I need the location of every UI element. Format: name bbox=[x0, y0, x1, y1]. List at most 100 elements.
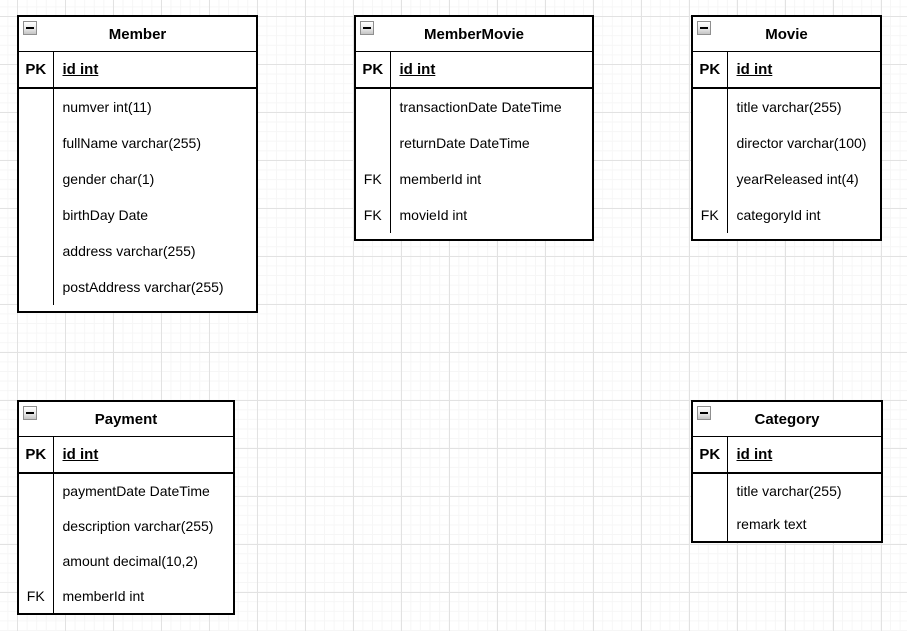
key-cell: FK bbox=[356, 161, 391, 197]
column-name: yearReleased int(4) bbox=[736, 171, 859, 187]
table-row: yearReleased int(4) bbox=[693, 161, 880, 197]
field-cell: categoryId int bbox=[728, 197, 881, 233]
minus-icon bbox=[363, 27, 371, 29]
entity-header: Movie bbox=[693, 17, 880, 52]
column-name: title varchar(255) bbox=[736, 99, 842, 115]
entity-title: Category bbox=[754, 410, 820, 428]
entity-table-movie[interactable]: Movie PK id int title varchar(255) direc… bbox=[691, 15, 882, 241]
key-cell bbox=[693, 161, 728, 197]
entity-title: Movie bbox=[765, 25, 808, 43]
entity-header: MemberMovie bbox=[356, 17, 592, 52]
field-cell: postAddress varchar(255) bbox=[54, 269, 257, 305]
table-row: FK memberId int bbox=[356, 161, 592, 197]
column-name: id int bbox=[736, 446, 773, 463]
key-cell: FK bbox=[356, 197, 391, 233]
key-cell: PK bbox=[19, 52, 54, 87]
field-cell: amount decimal(10,2) bbox=[54, 544, 234, 579]
entity-table-payment[interactable]: Payment PK id int paymentDate DateTime d… bbox=[17, 400, 235, 615]
collapse-icon[interactable] bbox=[697, 406, 711, 420]
entity-title: Payment bbox=[94, 410, 158, 428]
field-cell: fullName varchar(255) bbox=[54, 125, 257, 161]
field-cell: transactionDate DateTime bbox=[391, 89, 593, 125]
key-cell bbox=[19, 89, 54, 125]
key-cell: PK bbox=[19, 437, 54, 472]
entity-body: numver int(11) fullName varchar(255) gen… bbox=[19, 89, 256, 311]
key-cell: FK bbox=[693, 197, 728, 233]
column-name: title varchar(255) bbox=[736, 482, 842, 499]
field-cell: numver int(11) bbox=[54, 89, 257, 125]
entity-header: Category bbox=[693, 402, 881, 437]
key-cell: PK bbox=[356, 52, 391, 87]
key-label: FK bbox=[363, 171, 382, 187]
table-row: paymentDate DateTime bbox=[19, 474, 233, 509]
column-name: birthDay Date bbox=[62, 207, 149, 223]
column-name: id int bbox=[62, 446, 99, 463]
collapse-icon[interactable] bbox=[23, 406, 37, 420]
table-row: PK id int bbox=[693, 437, 881, 474]
field-cell: birthDay Date bbox=[54, 197, 257, 233]
key-cell: PK bbox=[693, 437, 728, 472]
column-name: director varchar(100) bbox=[736, 135, 867, 151]
column-name: remark text bbox=[736, 516, 807, 533]
collapse-icon[interactable] bbox=[697, 21, 711, 35]
key-label: FK bbox=[700, 207, 719, 223]
column-name: categoryId int bbox=[736, 207, 821, 223]
collapse-icon[interactable] bbox=[360, 21, 374, 35]
minus-icon bbox=[700, 27, 708, 29]
table-row: title varchar(255) bbox=[693, 474, 881, 508]
field-cell: returnDate DateTime bbox=[391, 125, 593, 161]
field-cell: title varchar(255) bbox=[728, 474, 882, 508]
field-cell: memberId int bbox=[391, 161, 593, 197]
entity-title: Member bbox=[108, 25, 167, 43]
entity-title: MemberMovie bbox=[423, 25, 525, 43]
key-cell bbox=[693, 89, 728, 125]
column-name: transactionDate DateTime bbox=[399, 99, 562, 115]
table-row: fullName varchar(255) bbox=[19, 125, 256, 161]
key-cell bbox=[19, 233, 54, 269]
column-name: amount decimal(10,2) bbox=[62, 552, 198, 569]
column-name: numver int(11) bbox=[62, 99, 152, 115]
key-cell bbox=[19, 197, 54, 233]
table-row: FK memberId int bbox=[19, 578, 233, 613]
table-row: title varchar(255) bbox=[693, 89, 880, 125]
column-name: description varchar(255) bbox=[62, 518, 214, 535]
column-name: id int bbox=[736, 61, 773, 78]
table-row: PK id int bbox=[19, 437, 233, 474]
column-name: paymentDate DateTime bbox=[62, 483, 210, 500]
field-cell: yearReleased int(4) bbox=[728, 161, 881, 197]
column-name: gender char(1) bbox=[62, 171, 155, 187]
entity-table-category[interactable]: Category PK id int title varchar(255) re… bbox=[691, 400, 883, 543]
entity-body: paymentDate DateTime description varchar… bbox=[19, 474, 233, 613]
entity-body: transactionDate DateTime returnDate Date… bbox=[356, 89, 592, 239]
key-cell: PK bbox=[693, 52, 728, 87]
field-cell: description varchar(255) bbox=[54, 509, 234, 544]
field-cell: gender char(1) bbox=[54, 161, 257, 197]
column-name: memberId int bbox=[62, 587, 145, 604]
field-cell: memberId int bbox=[54, 578, 234, 613]
field-cell: id int bbox=[728, 52, 881, 87]
key-cell bbox=[356, 89, 391, 125]
table-row: numver int(11) bbox=[19, 89, 256, 125]
field-cell: id int bbox=[54, 52, 257, 87]
table-row: FK categoryId int bbox=[693, 197, 880, 233]
table-row: returnDate DateTime bbox=[356, 125, 592, 161]
entity-body: title varchar(255) remark text bbox=[693, 474, 881, 541]
field-cell: id int bbox=[728, 437, 882, 472]
key-cell: FK bbox=[19, 578, 54, 613]
column-name: postAddress varchar(255) bbox=[62, 279, 224, 295]
minus-icon bbox=[26, 27, 34, 29]
column-name: id int bbox=[399, 61, 436, 78]
entity-table-membermovie[interactable]: MemberMovie PK id int transactionDate Da… bbox=[354, 15, 594, 241]
column-name: movieId int bbox=[399, 207, 468, 223]
entity-table-member[interactable]: Member PK id int numver int(11) fullName… bbox=[17, 15, 258, 313]
key-cell bbox=[693, 507, 728, 541]
table-row: PK id int bbox=[19, 52, 256, 89]
key-label: PK bbox=[362, 61, 384, 78]
entity-header: Member bbox=[19, 17, 256, 52]
table-row: gender char(1) bbox=[19, 161, 256, 197]
key-label: PK bbox=[699, 446, 721, 463]
column-name: memberId int bbox=[399, 171, 482, 187]
field-cell: movieId int bbox=[391, 197, 593, 233]
collapse-icon[interactable] bbox=[23, 21, 37, 35]
